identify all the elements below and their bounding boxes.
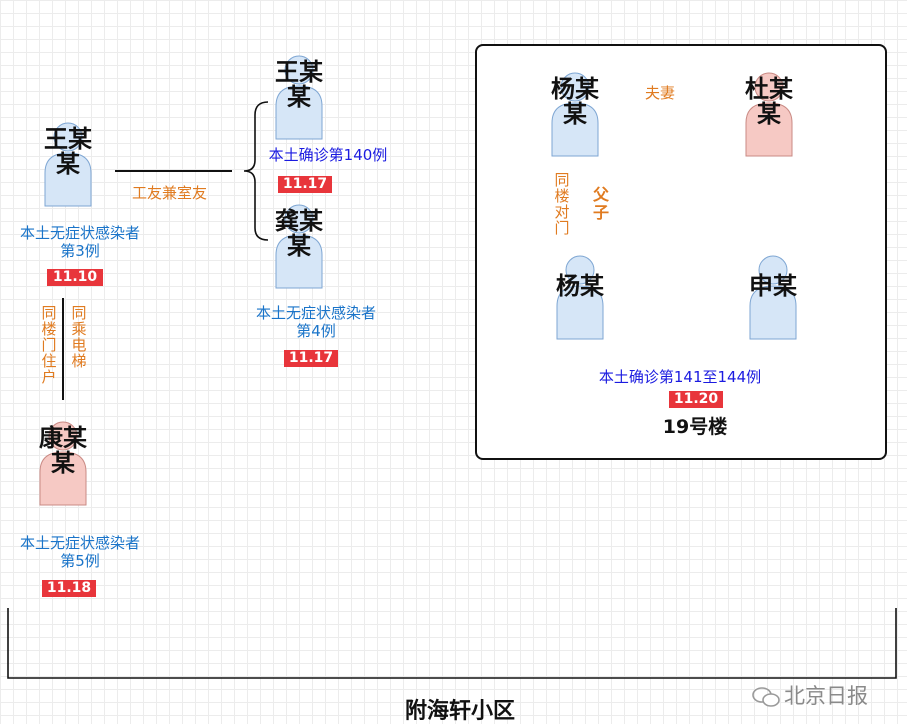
case-label-line1: 本土无症状感染者 (19, 224, 140, 242)
case-label: 本土无症状感染者 第4例 (236, 304, 396, 340)
person-wang-confirmed-140: 王某某 (273, 54, 325, 140)
group-date-badge: 11.20 (669, 391, 723, 408)
person-silhouette-icon (749, 255, 797, 340)
relation-opposite-door-label: 同楼对门 (554, 171, 570, 237)
date-badge: 11.17 (278, 176, 332, 193)
region-name-partial: 附海轩小区 (405, 699, 516, 724)
case-label-line1: 本土无症状感染者 (255, 304, 376, 322)
person-name: 龚某某 (275, 207, 323, 260)
case-label-line2: 第5例 (60, 552, 100, 570)
person-silhouette-icon (44, 122, 92, 207)
building-name: 19号楼 (662, 416, 728, 438)
person-name: 杜某某 (745, 75, 793, 128)
date-badge: 11.10 (47, 269, 103, 286)
group-case-label: 本土确诊第141至144例 (598, 368, 762, 386)
person-name: 康某某 (39, 424, 87, 477)
case-label-line1: 本土无症状感染者 (19, 534, 140, 552)
person-silhouette-icon (551, 72, 599, 157)
person-silhouette-icon (275, 55, 323, 140)
watermark-text: 北京日报 (784, 684, 868, 708)
relation-father-son-label: 父子 (592, 185, 609, 222)
person-yang-father: 杨某某 (549, 71, 601, 157)
building-group-box (475, 44, 887, 460)
case-label: 本土无症状感染者 第5例 (0, 534, 160, 570)
person-yang-son: 杨某 (554, 254, 606, 340)
wechat-icon (752, 687, 780, 707)
case-label: 本土无症状感染者 第3例 (0, 224, 160, 260)
person-silhouette-icon (275, 204, 323, 289)
date-badge: 11.17 (284, 350, 338, 367)
case-label: 本土确诊第140例 (268, 146, 388, 164)
relation-coworker-label: 工友兼室友 (132, 184, 208, 202)
relation-couple-label: 夫妻 (645, 84, 676, 102)
person-shen: 申某 (747, 254, 799, 340)
person-name: 杨某 (556, 272, 604, 300)
relation-same-elevator-label: 同乘电梯 (71, 304, 87, 370)
person-gong-asymptomatic-4: 龚某某 (273, 203, 325, 289)
person-wang-asymptomatic-3: 王某某 (42, 121, 94, 207)
person-name: 申某 (749, 272, 797, 300)
case-label-line2: 第4例 (296, 322, 336, 340)
person-silhouette-icon (39, 421, 87, 506)
person-name: 杨某某 (551, 75, 599, 128)
person-name: 王某某 (44, 125, 92, 178)
person-silhouette-icon (745, 72, 793, 157)
person-kang-asymptomatic-5: 康某某 (37, 420, 89, 506)
person-du: 杜某某 (743, 71, 795, 157)
case-label-line2: 第3例 (60, 242, 100, 260)
person-silhouette-icon (556, 255, 604, 340)
date-badge: 11.18 (42, 580, 96, 597)
person-name: 王某某 (275, 58, 323, 111)
watermark: 北京日报 (752, 684, 902, 710)
relation-same-unit-label: 同楼门住户 (41, 304, 57, 386)
